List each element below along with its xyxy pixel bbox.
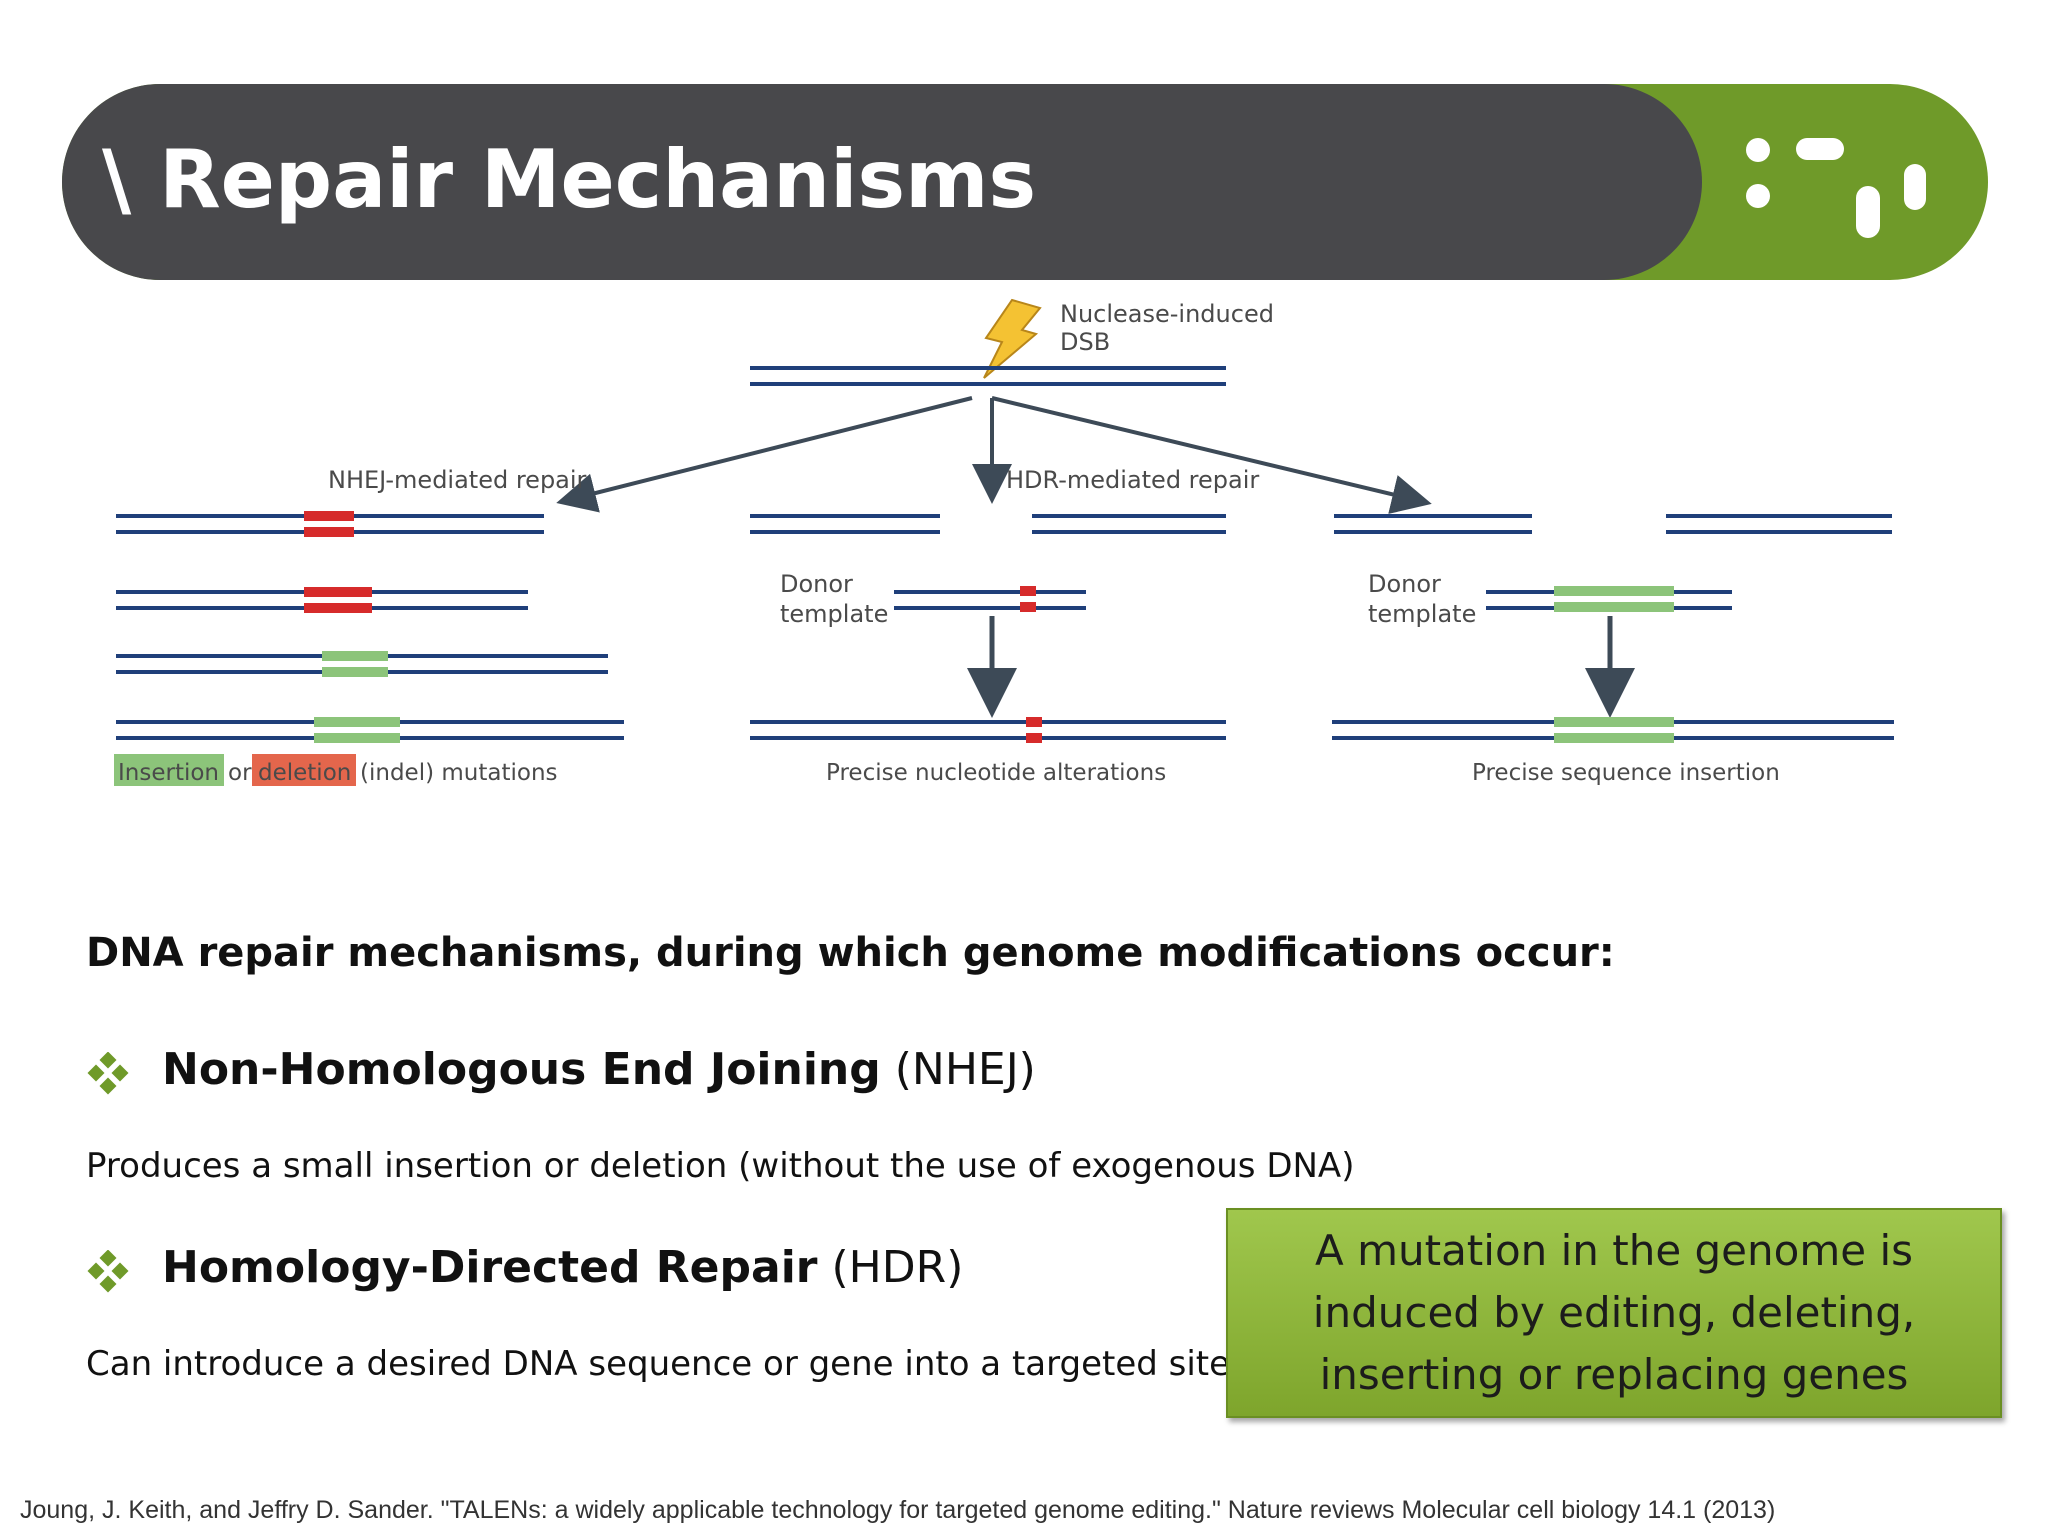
slide-title: \ Repair Mechanisms: [102, 133, 1037, 226]
precise-sequence-label: Precise sequence insertion: [1472, 760, 1780, 786]
deletion-highlight: [252, 754, 356, 786]
branch-arrows: [556, 396, 1432, 514]
dsb-label-line2: DSB: [1060, 328, 1110, 356]
nhej-strand-3: [116, 651, 608, 677]
insertion-highlight: [114, 754, 224, 786]
nhej-strand-2: [116, 587, 528, 613]
hdr-cut-strand-2: [1334, 514, 1892, 534]
logo-icon: [1746, 138, 1926, 238]
donor-template-2-line2: template: [1368, 600, 1476, 628]
dsb-label-line1: Nuclease-induced: [1060, 300, 1274, 328]
hdr-title: Homology-Directed Repair: [162, 1242, 818, 1293]
mutation-callout-box: A mutation in the genome is induced by e…: [1226, 1208, 2002, 1418]
callout-text: A mutation in the genome is induced by e…: [1312, 1226, 1916, 1399]
insertion-label: Insertion: [118, 760, 219, 786]
donor-template-1-line1: Donor: [780, 570, 853, 598]
hdr-label: HDR-mediated repair: [1006, 466, 1259, 494]
repair-diagram: Nuclease-induced DSB NHEJ-mediated repai…: [114, 298, 1894, 786]
title-banner: \ Repair Mechanisms: [62, 84, 1988, 280]
nhej-label: NHEJ-mediated repair: [328, 466, 587, 494]
nhej-strand-4: [116, 717, 624, 743]
hdr-result-strand-1: [750, 717, 1226, 743]
hdr-abbr: (HDR): [817, 1242, 964, 1293]
or-label: or: [228, 760, 252, 786]
lightning-icon: [983, 298, 1042, 379]
section-heading: DNA repair mechanisms, during which geno…: [86, 930, 1615, 976]
deletion-label: deletion: [258, 760, 351, 786]
nhej-title: Non-Homologous End Joining: [162, 1044, 881, 1095]
precise-nucleotide-label: Precise nucleotide alterations: [826, 760, 1166, 786]
indel-label: (indel) mutations: [360, 760, 558, 786]
hdr-result-strand-2: [1332, 717, 1894, 743]
donor-strand-2: [1486, 586, 1732, 612]
title-banner-dark: [62, 84, 1702, 280]
green-diamond-cluster-icon: [87, 1250, 129, 1293]
nhej-abbr: (NHEJ): [880, 1044, 1036, 1095]
nhej-description: Produces a small insertion or deletion (…: [86, 1146, 1355, 1186]
citation: Joung, J. Keith, and Jeffry D. Sander. "…: [20, 1496, 1776, 1524]
hdr-cut-strand: [750, 514, 1226, 534]
hdr-description: Can introduce a desired DNA sequence or …: [86, 1344, 1231, 1384]
nhej-strand-1: [116, 511, 544, 537]
donor-template-2-line1: Donor: [1368, 570, 1441, 598]
top-dna-strand: [750, 366, 1226, 386]
donor-template-1-line2: template: [780, 600, 888, 628]
donor-strand-1: [894, 586, 1086, 612]
green-diamond-cluster-icon: [87, 1052, 129, 1095]
